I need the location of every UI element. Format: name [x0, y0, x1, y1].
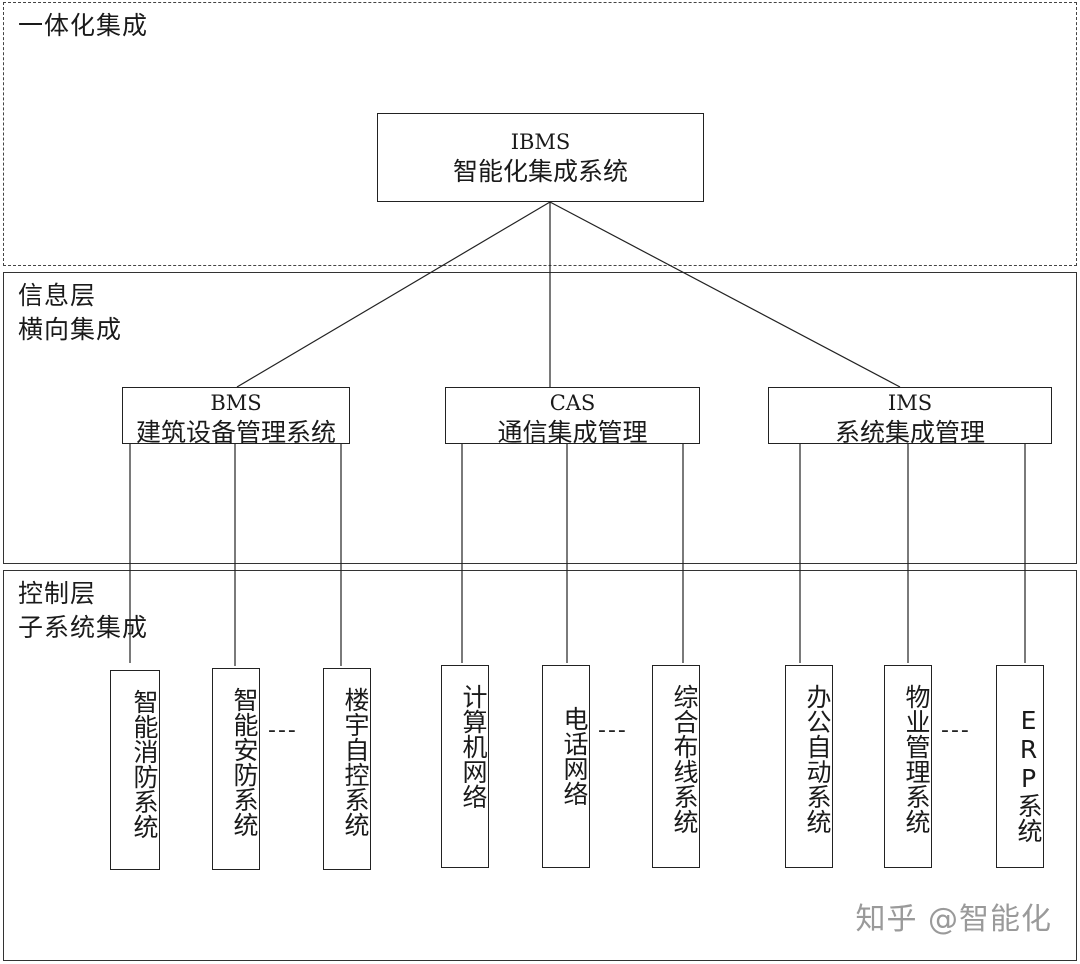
layer-information-title: 信息层 横向集成 — [18, 281, 123, 344]
layer-information: 信息层 横向集成 — [3, 272, 1077, 564]
node-cas: CAS 通信集成管理 — [445, 387, 700, 447]
watermark: 知乎 @智能化 — [855, 902, 1052, 937]
layer-control: 控制层 子系统集成 — [3, 570, 1077, 961]
leaf-structured-cabling: 综合布线系统 — [652, 665, 700, 868]
node-cas-code: CAS — [549, 391, 596, 415]
leaf-telephone-network: 电话网络 — [542, 665, 590, 868]
node-ibms: IBMS 智能化集成系统 — [377, 113, 704, 202]
leaf-office-automation: 办公自动系统 — [785, 665, 833, 868]
node-ibms-name: 智能化集成系统 — [452, 157, 628, 186]
leaf-computer-network: 计算机网络 — [441, 665, 489, 868]
leaf-security: 智能安防系统 — [212, 668, 260, 870]
node-cas-name: 通信集成管理 — [497, 418, 648, 447]
node-ims: IMS 系统集成管理 — [768, 387, 1052, 447]
leaf-building-automation: 楼宇自控系统 — [323, 668, 371, 870]
node-ibms-code: IBMS — [510, 130, 571, 154]
layer-integration: 一体化集成 — [3, 2, 1077, 266]
node-ims-name: 系统集成管理 — [834, 418, 985, 447]
ellipsis-cas: --- — [598, 718, 628, 743]
connector-ibms-bms — [236, 201, 551, 388]
leaf-fire-protection: 智能消防系统 — [110, 670, 160, 870]
ellipsis-bms: --- — [268, 718, 298, 743]
node-bms: BMS 建筑设备管理系统 — [122, 387, 350, 447]
layer-integration-title: 一体化集成 — [18, 11, 149, 40]
leaf-property-management: 物业管理系统 — [884, 665, 932, 868]
connector-ibms-ims — [549, 201, 901, 388]
node-bms-name: 建筑设备管理系统 — [135, 418, 336, 447]
layer-control-title: 控制层 子系统集成 — [18, 579, 149, 642]
node-bms-code: BMS — [210, 391, 262, 415]
leaf-erp: ERP系统 — [996, 665, 1044, 868]
node-ims-code: IMS — [887, 391, 933, 415]
ellipsis-ims: --- — [941, 718, 971, 743]
